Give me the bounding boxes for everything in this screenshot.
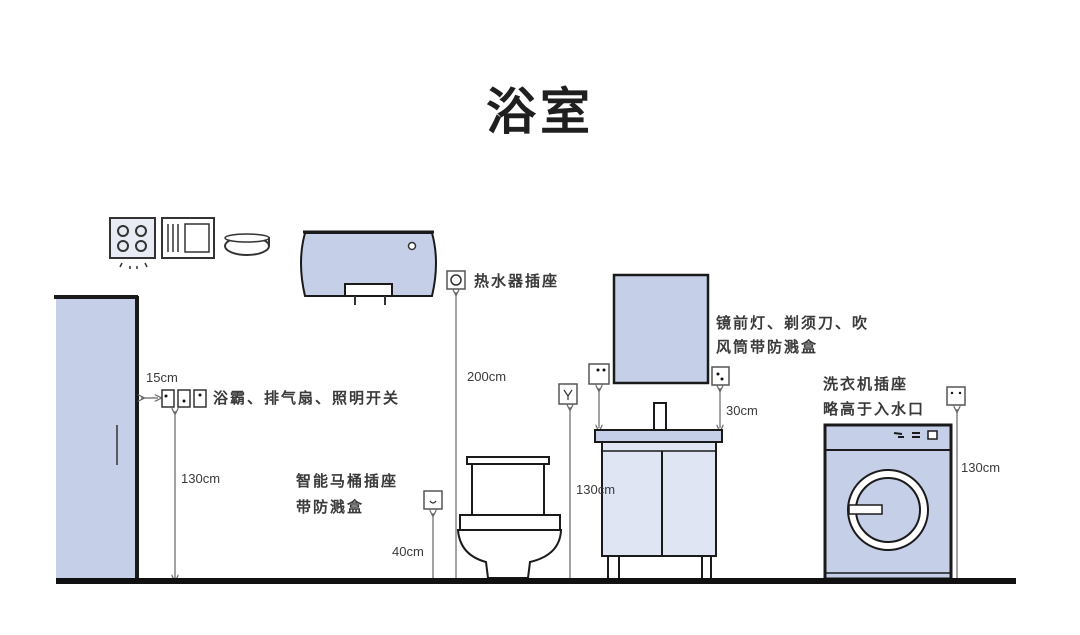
mirror-socket-left-icon: [588, 363, 610, 385]
switches-label: 浴霸、排气扇、照明开关: [213, 389, 401, 407]
mirror: [612, 273, 710, 385]
ceiling-light-icon: [224, 233, 270, 256]
washer-socket-label-line2: 略高于入水口: [823, 400, 926, 418]
mirror-socket-label-line2: 风筒带防溅盒: [716, 338, 819, 356]
toilet-socket-label-line1: 智能马桶插座: [296, 472, 399, 490]
switch-offset-dimension: 15cm: [146, 370, 178, 385]
washer-socket-label-line1: 洗衣机插座: [823, 375, 909, 393]
water-heater-socket-label: 热水器插座: [474, 272, 560, 290]
mirror-socket-offset-dimension: 30cm: [726, 403, 758, 418]
toilet: [456, 456, 563, 579]
toilet-socket-icon: [423, 490, 443, 510]
switch-height-dimension: 130cm: [181, 471, 221, 486]
washer-socket-height-dimension: 130cm: [961, 460, 1001, 475]
switch-panel-icon: [161, 389, 207, 408]
floor-line: [56, 578, 1016, 584]
vanity-side-socket-icon: [558, 383, 578, 405]
toilet-socket-label-line2: 带防溅盒: [296, 498, 365, 516]
exhaust-fan-icon: [161, 217, 215, 259]
washing-machine: [823, 423, 953, 581]
washer-socket-icon: [946, 386, 966, 406]
bathroom-door: [54, 295, 139, 580]
mirror-socket-label-line1: 镜前灯、剃须刀、吹: [716, 314, 870, 332]
toilet-socket-height-dimension: 40cm: [392, 544, 424, 559]
mirror-socket-right-icon: [711, 366, 730, 386]
bath-heater-icon: [109, 217, 156, 269]
vanity-cabinet: [594, 402, 723, 578]
water-heater-socket-icon: [446, 270, 466, 290]
water-heater-height-dimension: 200cm: [467, 369, 507, 384]
page-title: 浴室: [486, 83, 594, 141]
vanity-socket-height-dimension: 130cm: [576, 482, 616, 497]
water-heater: [300, 230, 437, 305]
